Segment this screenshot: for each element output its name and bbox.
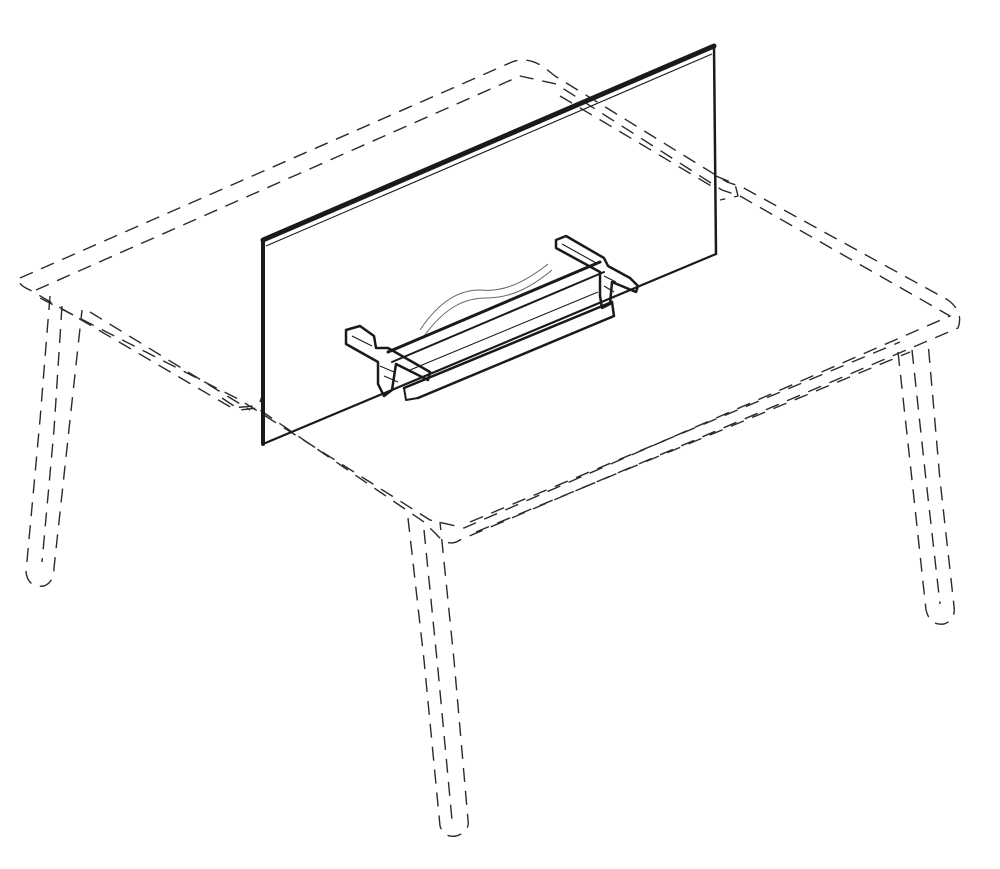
tray-rail-top <box>386 260 602 354</box>
leg-front-right <box>897 341 955 625</box>
screen-right-edge <box>712 44 718 256</box>
tray-rail-top-2 <box>391 271 605 363</box>
tray-basket-bottom <box>416 300 616 400</box>
screen-thickness <box>265 53 713 247</box>
bracket-right-detail <box>561 243 617 293</box>
bracket-right <box>554 234 640 310</box>
desk-outline <box>18 59 961 837</box>
tray-basket-side-left <box>403 387 419 401</box>
leg-front-center <box>407 517 469 837</box>
leg-back-left <box>25 295 83 587</box>
tabletop-notch-right <box>715 175 739 201</box>
apron-front <box>469 341 901 523</box>
cable-2 <box>423 269 553 337</box>
apron-left <box>89 311 251 411</box>
tabletop-notch-left <box>221 395 263 411</box>
tabletop-outline <box>18 59 961 544</box>
tabletop-thickness-edge <box>35 75 951 529</box>
leg-front-center-inner <box>423 529 453 821</box>
screen-panel <box>260 43 718 446</box>
apron-back <box>559 95 719 191</box>
bracket-left-detail <box>351 335 399 383</box>
screen-top-edge <box>260 43 717 243</box>
cable <box>419 263 549 331</box>
leg-front-right-inner <box>911 349 941 605</box>
leg-back-left-inner <box>41 305 63 563</box>
cable-tray-assembly <box>344 234 640 401</box>
bracket-left <box>344 324 432 398</box>
tray-basket-inner <box>409 291 599 371</box>
screen-bottom-edge <box>261 252 718 446</box>
tray-basket-front <box>402 300 614 390</box>
apron-front-2 <box>475 351 911 533</box>
